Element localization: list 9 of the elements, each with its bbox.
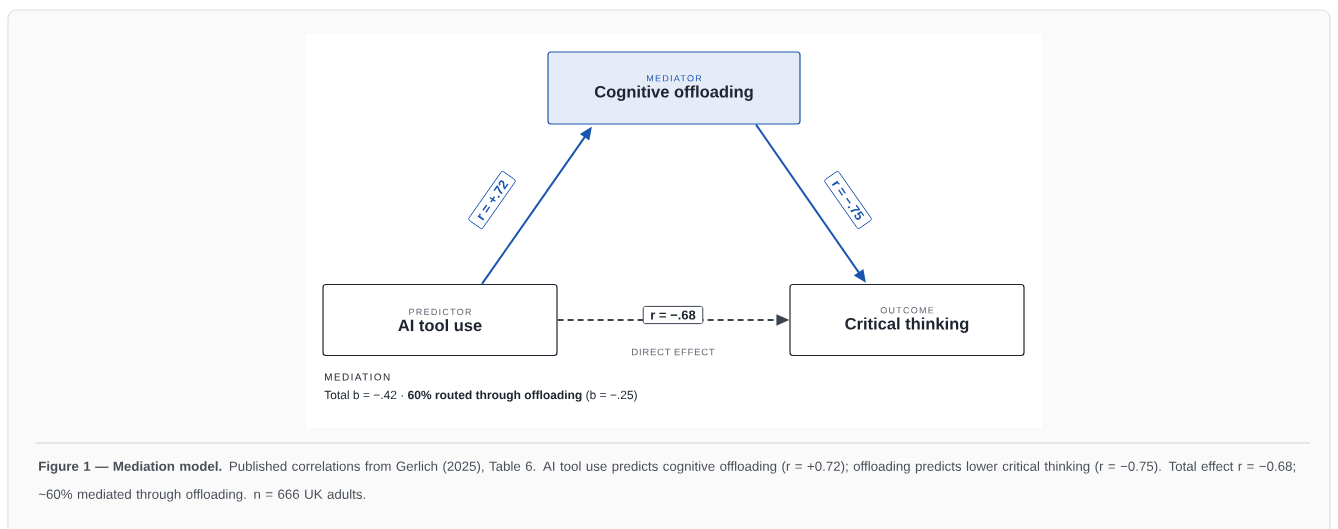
edge-label: r = −.68	[642, 305, 704, 325]
figure-caption: Figure 1 — Mediation model. Published correlations from Gerlich (2025), Table 6. AI tool use predicts cognitive offloading (r = +0.72); offloading predicts lower critical thinking (r = −0.75). Total effect r = −0.68; ~60% mediated through offloading. n = 666 UK adults.	[38, 461, 1295, 502]
edge-caption: DIRECT EFFECT	[632, 348, 715, 356]
predictor-box: PREDICTOR AI tool use	[322, 283, 558, 357]
mediator-box: MEDIATOR Cognitive offloading	[547, 51, 801, 125]
section-heading: MEDIATION	[325, 373, 390, 381]
edge-label: r = −.75	[824, 171, 872, 229]
summary-text: Total b = −.42 · 60% routed through offloading (b = −.25)	[324, 390, 637, 402]
outcome-box: OUTCOME Critical thinking	[789, 283, 1025, 357]
